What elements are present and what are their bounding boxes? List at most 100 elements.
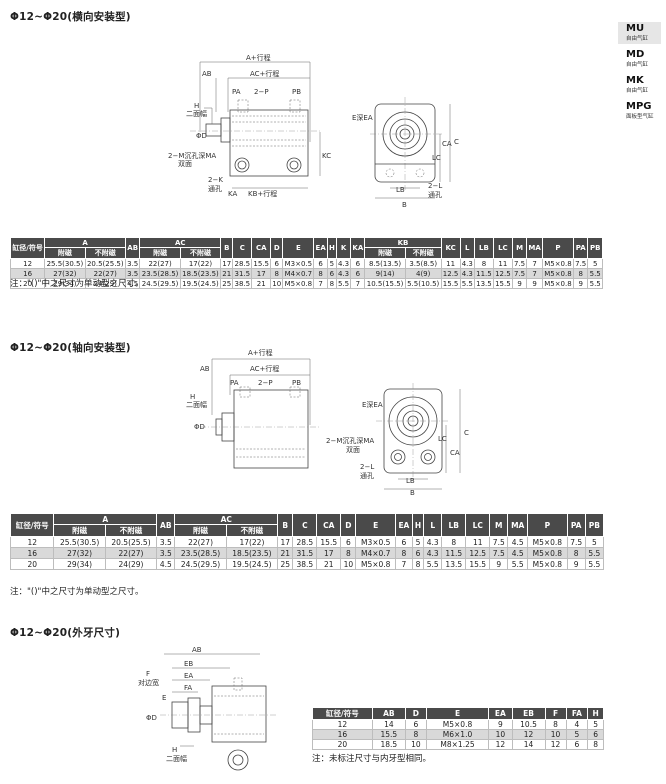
table-cell: 10 bbox=[404, 739, 427, 750]
col-ac: AC bbox=[139, 237, 222, 248]
col-ab: AB bbox=[124, 237, 141, 259]
table-cell: 7.5 bbox=[511, 268, 528, 279]
table-cell: M6×1.0 bbox=[425, 729, 490, 740]
table-cell: 10 bbox=[544, 729, 567, 740]
table-cell: 9 bbox=[489, 558, 509, 570]
table-cell: 10.5(15.5) bbox=[364, 278, 406, 289]
label-a-stroke: A+行程 bbox=[248, 348, 273, 357]
table-cell: 21 bbox=[316, 558, 342, 570]
label-eb: EB bbox=[184, 660, 193, 668]
label-e: E bbox=[162, 694, 166, 702]
label-h: H bbox=[190, 393, 195, 401]
col-pb: PB bbox=[587, 237, 603, 259]
label-a-stroke: A+行程 bbox=[246, 53, 271, 62]
label-ac-stroke: AC+行程 bbox=[250, 69, 279, 78]
sidebar-item-code: MPG bbox=[626, 101, 652, 112]
label-phi-d: ΦD bbox=[194, 423, 205, 431]
label-2p: 2−P bbox=[254, 88, 269, 96]
col-pb: PB bbox=[584, 513, 605, 537]
table-cell: 38.5 bbox=[292, 558, 318, 570]
table-cell: 4.5 bbox=[156, 558, 176, 570]
table-cell: 24.5(29.5) bbox=[174, 558, 227, 570]
column-header: FA bbox=[565, 707, 589, 720]
table-cell: 19.5(24.5) bbox=[225, 558, 279, 570]
sidebar-item-mk[interactable]: MK 自由气缸 bbox=[617, 74, 661, 96]
section1-spec-table: 缸径/符号 A AB AC B C CA D E EA H K KA KB KC… bbox=[9, 237, 603, 289]
table-cell: 7 bbox=[313, 278, 328, 289]
table-cell: 6 bbox=[404, 719, 427, 730]
table-cell: 12.5 bbox=[465, 547, 491, 559]
table-cell: 15.5 bbox=[316, 536, 342, 548]
label-double-side: 双面 bbox=[346, 446, 360, 454]
table-cell: 3.5 bbox=[124, 258, 141, 269]
table-cell: M5×0.8 bbox=[425, 719, 490, 730]
col-a: A bbox=[53, 513, 158, 525]
table-cell: 15.5 bbox=[371, 729, 406, 740]
table-cell: 31.5 bbox=[292, 547, 318, 559]
table-cell: 8.5(13.5) bbox=[364, 258, 406, 269]
table-cell: 5.5 bbox=[587, 278, 603, 289]
label-ab: AB bbox=[192, 646, 202, 654]
table-cell: 9 bbox=[511, 278, 528, 289]
col-h: H bbox=[326, 237, 337, 259]
table-cell: 10 bbox=[340, 558, 357, 570]
label-h: H bbox=[172, 746, 177, 754]
table-cell: 19.5(24.5) bbox=[179, 278, 222, 289]
col-l: L bbox=[459, 237, 475, 259]
side-view bbox=[190, 61, 321, 189]
label-b: B bbox=[402, 201, 407, 209]
col-p: P bbox=[541, 237, 575, 259]
table-cell: M5×0.8 bbox=[527, 547, 568, 559]
table-cell: 17 bbox=[277, 536, 294, 548]
table-cell: 4.3 bbox=[423, 547, 443, 559]
table-cell: 6 bbox=[340, 536, 357, 548]
table-cell: 9 bbox=[488, 719, 513, 730]
table-cell: 9 bbox=[566, 558, 586, 570]
col-p: P bbox=[527, 513, 568, 537]
table-cell: 17 bbox=[251, 268, 272, 279]
sidebar-item-mu[interactable]: MU 自由气缸 bbox=[617, 22, 661, 44]
column-header: EB bbox=[511, 707, 546, 720]
table-cell: 38.5 bbox=[232, 278, 253, 289]
table-cell: 4(9) bbox=[404, 268, 442, 279]
table-cell: 29(34) bbox=[53, 558, 106, 570]
column-header: H bbox=[587, 707, 604, 720]
table-cell: 5.5 bbox=[335, 278, 352, 289]
table-cell: 27(32) bbox=[53, 547, 106, 559]
table-cell: 16 bbox=[312, 729, 373, 740]
column-header: E bbox=[425, 707, 490, 720]
col-ea: EA bbox=[313, 237, 328, 259]
external-thread-view bbox=[160, 653, 276, 771]
col-ma: MA bbox=[507, 513, 529, 537]
table-cell: 7 bbox=[526, 258, 543, 269]
front-view bbox=[370, 97, 451, 199]
table-cell: 28.5 bbox=[232, 258, 253, 269]
column-header: F bbox=[544, 707, 567, 720]
section2-drawing: A+行程 AC+行程 AB PA 2−P PB H 二面幅 ΦD E深EA 2−… bbox=[186, 348, 469, 497]
label-ca: CA bbox=[442, 140, 452, 148]
sidebar-item-mpg[interactable]: MPG 面板型气缸 bbox=[617, 100, 661, 122]
label-c: C bbox=[454, 138, 459, 146]
col-a-with-mag: 附磁 bbox=[44, 247, 86, 259]
table-cell: 15.5 bbox=[465, 558, 491, 570]
table-cell: 5 bbox=[411, 536, 425, 548]
table-cell: 3.5 bbox=[156, 547, 176, 559]
table-cell: 10.5 bbox=[511, 719, 546, 730]
table-cell: 5 bbox=[587, 258, 603, 269]
sidebar-item-md[interactable]: MD 自由气缸 bbox=[617, 48, 661, 70]
col-ea: EA bbox=[394, 513, 413, 537]
table-cell: 17(22) bbox=[179, 258, 222, 269]
table-cell: M5×0.8 bbox=[282, 278, 315, 289]
label-2k: 2−K bbox=[208, 176, 223, 184]
col-a: A bbox=[44, 237, 126, 248]
col-ab: AB bbox=[156, 513, 176, 537]
table-cell: M3×0.5 bbox=[282, 258, 315, 269]
table-cell: 4.5 bbox=[507, 547, 529, 559]
label-phi-d: ΦD bbox=[196, 132, 207, 140]
column-header: 缸径/符号 bbox=[312, 707, 373, 720]
label-opposite-width: 对边宽 bbox=[138, 678, 159, 687]
